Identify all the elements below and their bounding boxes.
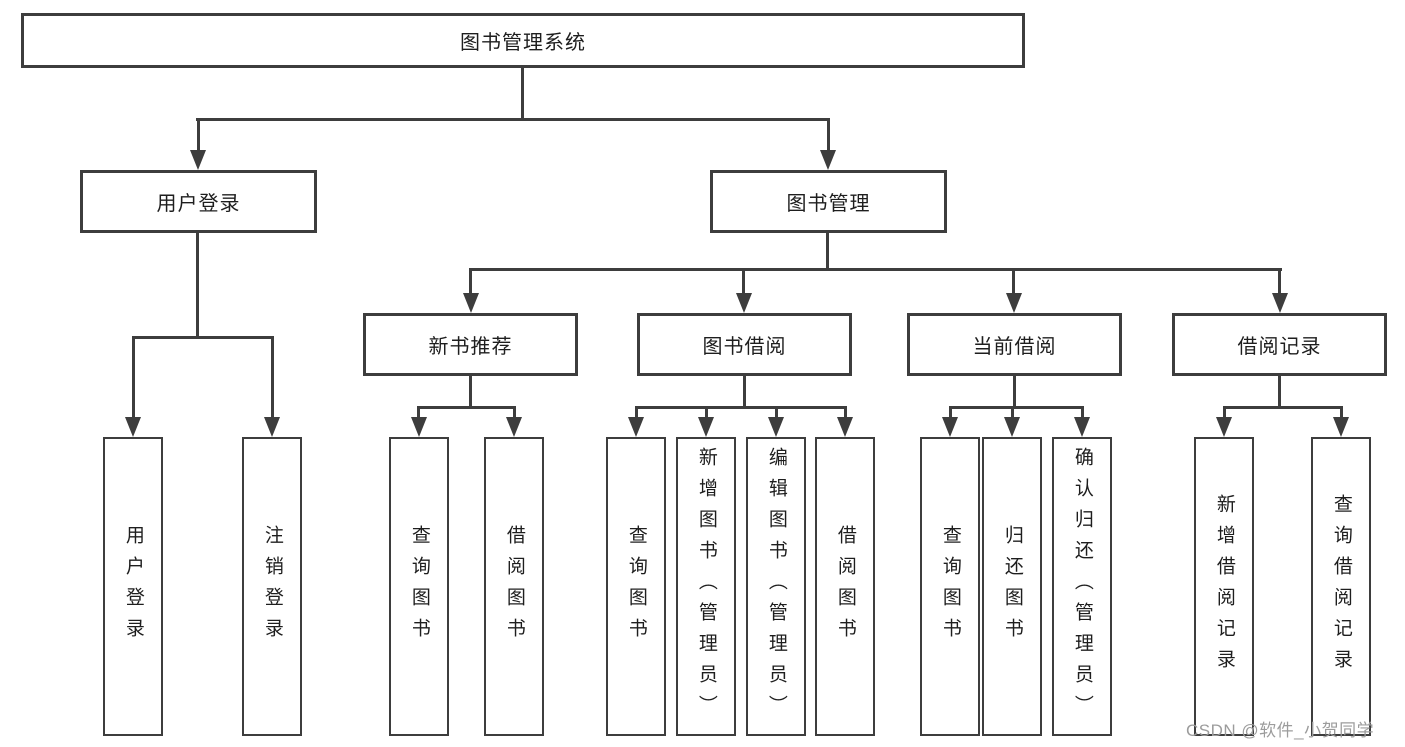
connector-line xyxy=(417,406,516,409)
connector-line xyxy=(513,406,516,420)
node-borrowing-records-label: 借阅记录 xyxy=(1237,336,1322,358)
node-user-login-label: 用户登录 xyxy=(156,193,241,215)
arrowhead-down-icon xyxy=(768,417,784,437)
leaf-current-return-books: 归还图书 xyxy=(982,437,1042,736)
node-new-book-recommend: 新书推荐 xyxy=(363,313,578,376)
node-library-system-label: 图书管理系统 xyxy=(460,32,586,54)
connector-line xyxy=(132,336,274,339)
connector-line xyxy=(775,406,778,420)
leaf-current-confirm-return-admin-label: 确认归还（管理员） xyxy=(1071,447,1093,726)
connector-line xyxy=(469,376,472,408)
node-user-login: 用户登录 xyxy=(80,170,317,233)
arrowhead-down-icon xyxy=(1074,417,1090,437)
connector-line xyxy=(1011,406,1014,420)
connector-line xyxy=(469,268,1282,271)
connector-line xyxy=(469,268,472,298)
leaf-borrow-query-books: 查询图书 xyxy=(606,437,666,736)
leaf-borrow-borrow-books-label: 借阅图书 xyxy=(834,524,856,649)
arrowhead-down-icon xyxy=(1216,417,1232,437)
leaf-current-query-books-label: 查询图书 xyxy=(939,524,961,649)
node-book-borrowing-label: 图书借阅 xyxy=(702,336,787,358)
leaf-borrow-query-books-label: 查询图书 xyxy=(625,524,647,649)
arrowhead-down-icon xyxy=(463,293,479,313)
leaf-record-add-borrow-record-label: 新增借阅记录 xyxy=(1213,493,1235,680)
leaf-record-query-borrow-record-label: 查询借阅记录 xyxy=(1330,493,1352,680)
node-current-borrowing-label: 当前借阅 xyxy=(972,336,1057,358)
arrowhead-down-icon xyxy=(125,417,141,437)
csdn-watermark: CSDN @软件_小贺同学 xyxy=(1186,721,1375,740)
arrowhead-down-icon xyxy=(820,150,836,170)
node-library-system: 图书管理系统 xyxy=(21,13,1025,68)
leaf-current-return-books-label: 归还图书 xyxy=(1001,524,1023,649)
connector-line xyxy=(705,406,708,420)
leaf-record-query-borrow-record: 查询借阅记录 xyxy=(1311,437,1371,736)
connector-line xyxy=(1223,406,1343,409)
arrowhead-down-icon xyxy=(190,150,206,170)
node-book-management-label: 图书管理 xyxy=(786,193,871,215)
arrowhead-down-icon xyxy=(1006,293,1022,313)
leaf-user-login-label: 用户登录 xyxy=(122,524,144,649)
arrowhead-down-icon xyxy=(411,417,427,437)
arrowhead-down-icon xyxy=(942,417,958,437)
leaf-recommend-query-books-label: 查询图书 xyxy=(408,524,430,649)
leaf-logout-label: 注销登录 xyxy=(261,524,283,649)
arrowhead-down-icon xyxy=(628,417,644,437)
connector-line xyxy=(844,406,847,420)
arrowhead-down-icon xyxy=(264,417,280,437)
connector-line xyxy=(742,268,745,298)
arrowhead-down-icon xyxy=(837,417,853,437)
connector-line xyxy=(949,406,1084,409)
connector-line xyxy=(743,376,746,408)
leaf-user-login: 用户登录 xyxy=(103,437,163,736)
connector-line xyxy=(197,118,200,154)
connector-line xyxy=(827,118,830,154)
arrowhead-down-icon xyxy=(506,417,522,437)
node-book-borrowing: 图书借阅 xyxy=(637,313,852,376)
leaf-record-add-borrow-record: 新增借阅记录 xyxy=(1194,437,1254,736)
connector-line xyxy=(635,406,638,420)
node-current-borrowing: 当前借阅 xyxy=(907,313,1122,376)
leaf-borrow-edit-books-admin-label: 编辑图书（管理员） xyxy=(765,447,787,726)
arrowhead-down-icon xyxy=(1333,417,1349,437)
leaf-logout: 注销登录 xyxy=(242,437,302,736)
connector-line xyxy=(949,406,952,420)
leaf-recommend-query-books: 查询图书 xyxy=(389,437,449,736)
node-new-book-recommend-label: 新书推荐 xyxy=(428,336,513,358)
connector-line xyxy=(196,118,830,121)
leaf-borrow-add-books-admin: 新增图书（管理员） xyxy=(676,437,736,736)
leaf-borrow-edit-books-admin: 编辑图书（管理员） xyxy=(746,437,806,736)
connector-line xyxy=(196,233,199,339)
leaf-borrow-add-books-admin-label: 新增图书（管理员） xyxy=(695,447,717,726)
arrowhead-down-icon xyxy=(1004,417,1020,437)
arrowhead-down-icon xyxy=(736,293,752,313)
connector-line xyxy=(1012,268,1015,298)
connector-line xyxy=(635,406,847,409)
arrowhead-down-icon xyxy=(1272,293,1288,313)
node-borrowing-records: 借阅记录 xyxy=(1172,313,1387,376)
connector-line xyxy=(1278,268,1281,298)
connector-line xyxy=(1013,376,1016,408)
connector-line xyxy=(417,406,420,420)
connector-line xyxy=(1223,406,1226,420)
connector-line xyxy=(1278,376,1281,408)
connector-line xyxy=(521,68,524,121)
leaf-borrow-borrow-books: 借阅图书 xyxy=(815,437,875,736)
connector-line xyxy=(1340,406,1343,420)
leaf-recommend-borrow-books-label: 借阅图书 xyxy=(503,524,525,649)
connector-line xyxy=(826,233,829,271)
leaf-current-confirm-return-admin: 确认归还（管理员） xyxy=(1052,437,1112,736)
connector-line xyxy=(1081,406,1084,420)
node-book-management: 图书管理 xyxy=(710,170,947,233)
connector-line xyxy=(132,336,135,421)
leaf-recommend-borrow-books: 借阅图书 xyxy=(484,437,544,736)
connector-line xyxy=(271,336,274,421)
leaf-current-query-books: 查询图书 xyxy=(920,437,980,736)
arrowhead-down-icon xyxy=(698,417,714,437)
